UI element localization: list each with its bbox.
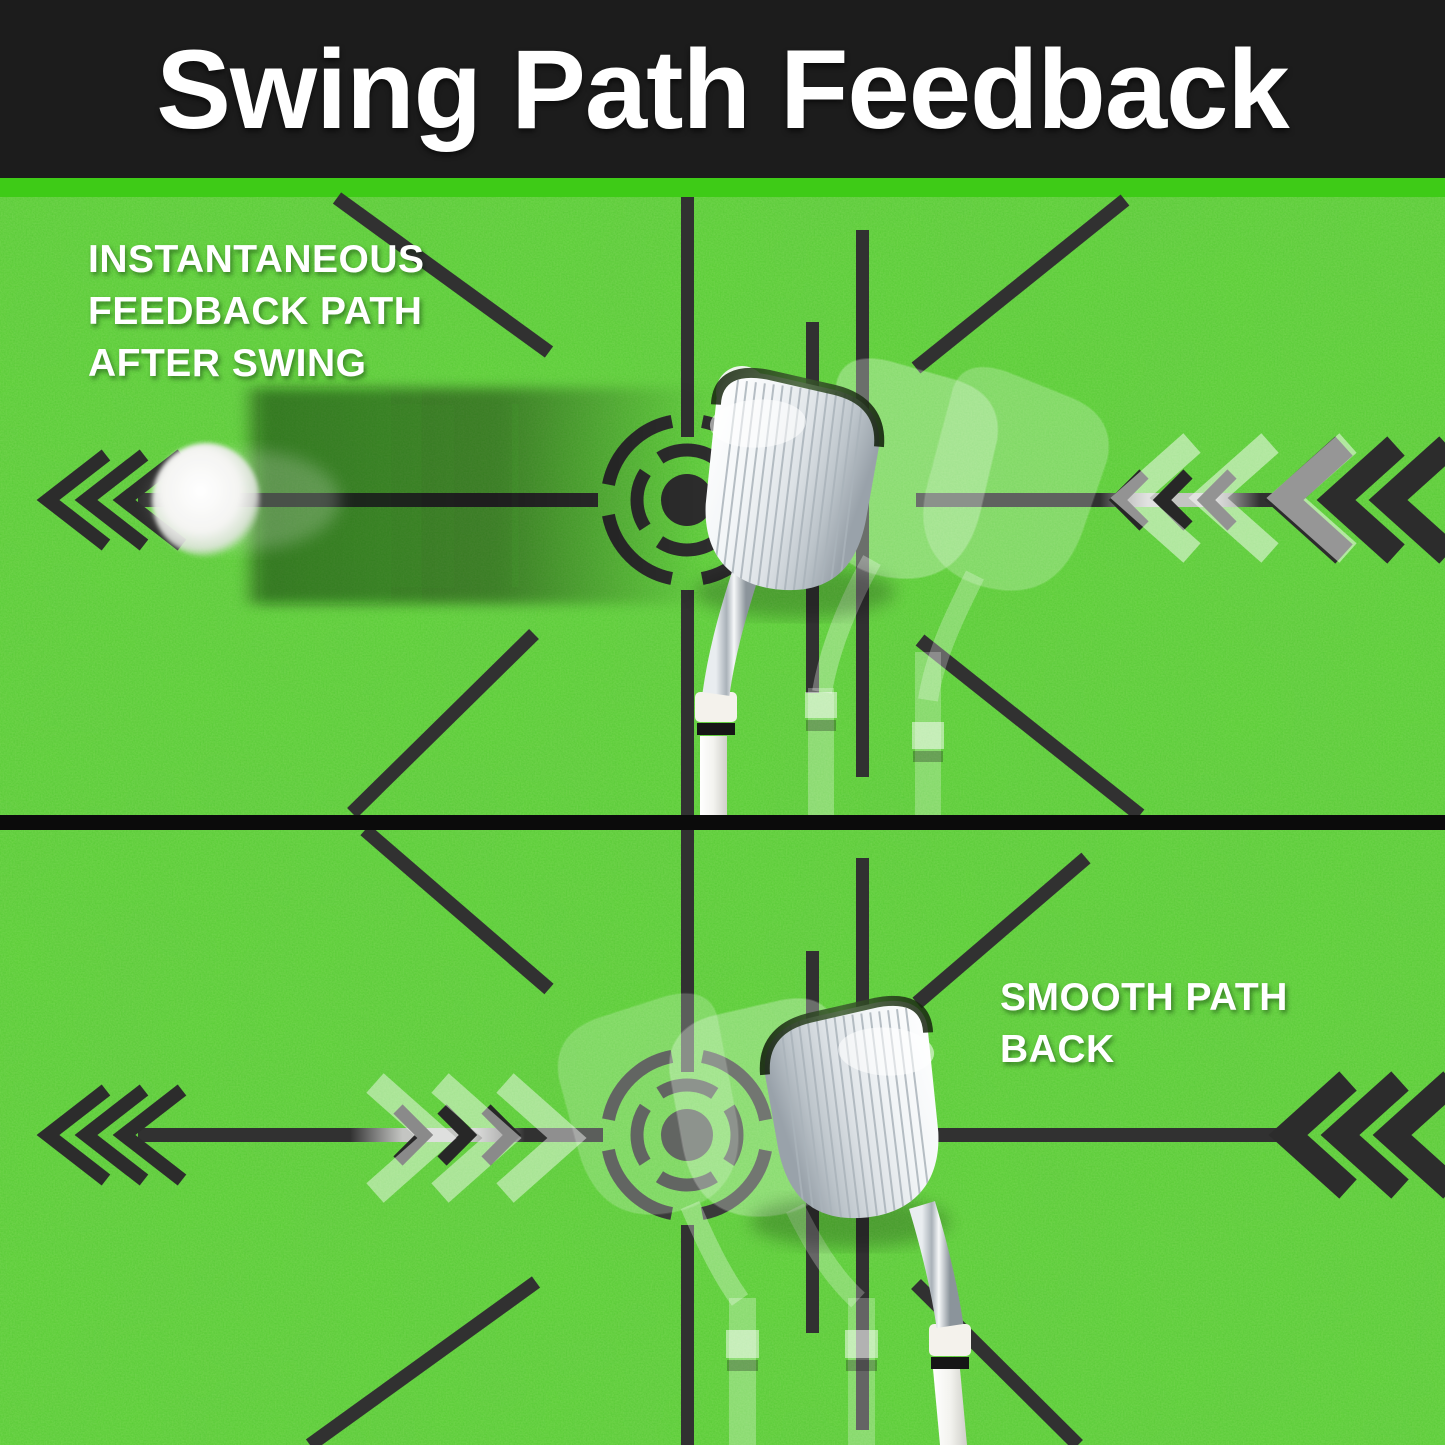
section-divider <box>0 815 1445 830</box>
bottom-motion-chevrons-icon <box>366 1073 587 1203</box>
golf-ball-icon <box>150 443 340 557</box>
top-motion-chevrons-icon <box>1110 433 1357 563</box>
motion-line-fade <box>350 1128 525 1142</box>
title-bar: Swing Path Feedback <box>0 0 1445 178</box>
bottom-arrow-fletching-icon <box>1268 1071 1445 1199</box>
bottom-left-arrowhead-icon <box>36 1084 187 1186</box>
bottom-mini-chevrons <box>393 1104 522 1166</box>
ghost-clubs-bottom <box>546 985 878 1445</box>
page-title: Swing Path Feedback <box>156 26 1289 152</box>
top-panel-rays <box>332 192 1145 821</box>
golf-club-top <box>694 366 895 816</box>
top-panel-caption: INSTANTANEOUS FEEDBACK PATH AFTER SWING <box>88 238 425 385</box>
bottom-panel-caption: SMOOTH PATH BACK <box>1000 976 1288 1071</box>
accent-stripe <box>0 178 1445 197</box>
golf-club-bottom <box>750 996 971 1445</box>
